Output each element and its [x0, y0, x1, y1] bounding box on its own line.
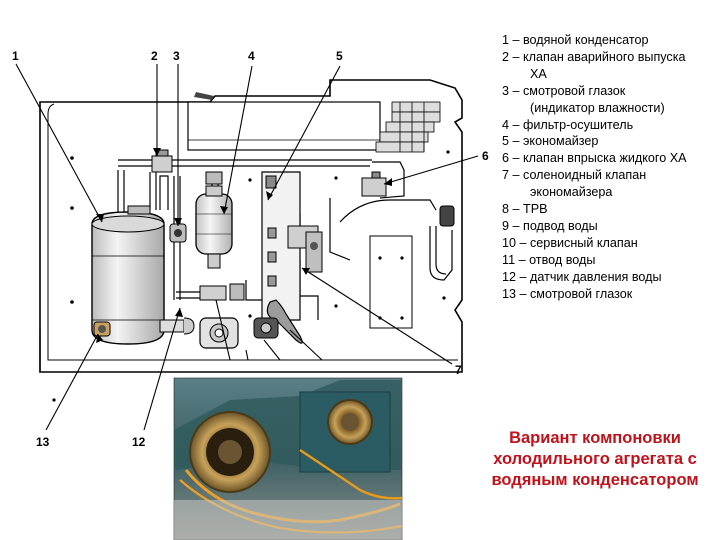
mounting-holes — [52, 150, 450, 402]
caption-line-2: холодильного агрегата с — [493, 450, 697, 468]
control-box — [187, 101, 381, 151]
legend-item-3: 3 – смотровой глазок — [502, 83, 626, 98]
legend: 1 – водяной конденсатор 2 – клапан авари… — [502, 32, 717, 303]
callout-1: 1 — [12, 49, 19, 63]
water-inlet-fitting — [199, 317, 239, 349]
terminal-block — [375, 101, 441, 153]
economizer — [261, 171, 301, 321]
legend-item-5: 5 – экономайзер — [502, 134, 599, 149]
legend-item-2-cont: ХА — [530, 66, 547, 81]
callout-6: 6 — [482, 149, 489, 163]
legend-item-4: 4 – фильтр-осушитель — [502, 117, 634, 132]
legend-item-1: 1 – водяной конденсатор — [502, 33, 649, 47]
callout-12: 12 — [132, 435, 146, 449]
service-valve-row — [199, 283, 245, 301]
callout-7: 7 — [455, 363, 462, 377]
legend-item-7-cont: экономайзера — [530, 185, 613, 200]
callout-4: 4 — [248, 49, 255, 63]
sight-glass-13 — [93, 321, 111, 337]
moisture-indicator — [169, 223, 187, 243]
callout-arrows — [96, 148, 392, 343]
caption-line-1: Вариант компоновки — [509, 429, 681, 447]
caption: Вариант компоновки холодильного агрегата… — [470, 428, 720, 491]
callout-5: 5 — [336, 49, 343, 63]
legend-item-11: 11 – отвод воды — [502, 252, 596, 267]
injection-valve — [361, 171, 387, 197]
water-condenser — [91, 205, 195, 345]
water-hose — [266, 299, 303, 344]
callout-2: 2 — [151, 49, 158, 63]
legend-item-3-cont: (индикатор влажности) — [530, 100, 665, 115]
legend-item-7: 7 – соленоидный клапан — [502, 168, 647, 183]
caption-line-3: водяным конденсатором — [491, 471, 699, 489]
photo-inset — [173, 377, 403, 540]
callout-13: 13 — [36, 435, 50, 449]
legend-item-2: 2 – клапан аварийного выпуска — [502, 49, 686, 64]
water-outlet-fitting — [253, 317, 279, 339]
legend-item-6: 6 – клапан впрыска жидкого ХА — [502, 151, 687, 166]
legend-item-12: 12 – датчик давления воды — [502, 269, 662, 284]
right-panel — [369, 235, 413, 329]
callout-3: 3 — [173, 49, 180, 63]
legend-item-9: 9 – подвод воды — [502, 218, 598, 233]
relief-valve — [151, 149, 173, 173]
legend-item-13: 13 – смотровой глазок — [502, 286, 633, 301]
legend-item-10: 10 – сервисный клапан — [502, 235, 638, 250]
right-fitting — [439, 205, 455, 227]
solenoid-valve — [287, 225, 323, 273]
legend-item-8: 8 – ТРВ — [502, 202, 548, 217]
